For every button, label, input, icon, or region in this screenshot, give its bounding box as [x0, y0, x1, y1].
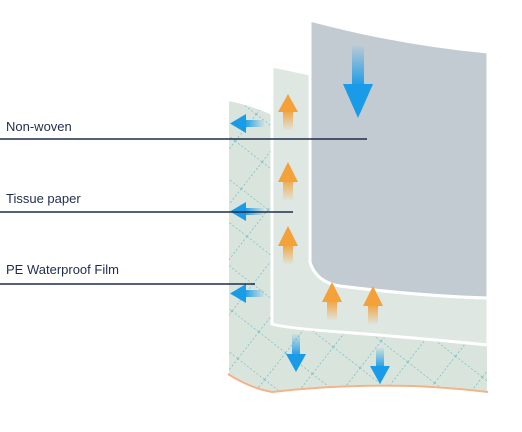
label-pe-waterproof-film: PE Waterproof Film: [6, 262, 119, 277]
orange-arrow-up-4: [322, 282, 342, 320]
blue-arrow-down-bottom-left: [286, 334, 306, 372]
blue-arrow-left-3: [230, 284, 264, 303]
orange-arrow-up-3: [278, 226, 298, 264]
non-woven-layer: [308, 18, 490, 300]
orange-arrow-up-1: [278, 94, 298, 130]
orange-arrow-up-2: [278, 162, 298, 200]
label-non-woven: Non-woven: [6, 119, 72, 134]
blue-arrow-down-bottom-right: [370, 348, 390, 384]
label-tissue-paper: Tissue paper: [6, 191, 81, 206]
blue-arrow-left-1: [230, 114, 264, 133]
blue-arrow-down-top: [343, 46, 373, 118]
orange-arrow-up-5: [363, 286, 383, 324]
